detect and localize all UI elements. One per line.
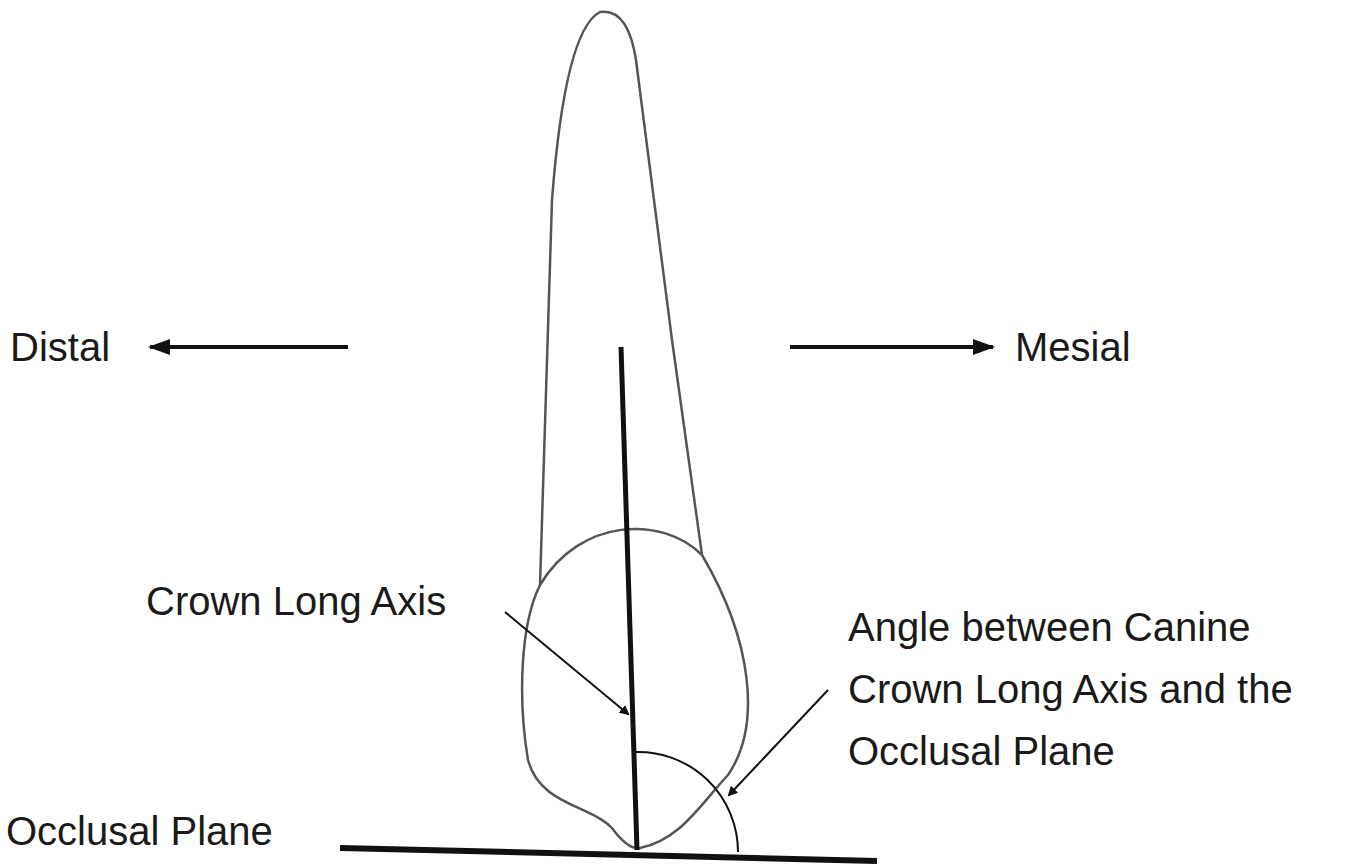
angle-label: Angle between Canine Crown Long Axis and… — [848, 596, 1318, 782]
direction-arrow — [150, 345, 348, 349]
crown-long-axis — [621, 347, 637, 850]
direction-label: Mesial — [1015, 316, 1131, 378]
axis-label: Crown Long Axis — [146, 570, 446, 632]
leader-line — [505, 612, 628, 714]
direction-arrow — [790, 345, 993, 349]
leader-line — [729, 690, 828, 795]
angle-arc — [634, 752, 738, 852]
direction-label: Distal — [10, 316, 110, 378]
tooth-root — [540, 12, 702, 585]
plane-label: Occlusal Plane — [6, 800, 273, 862]
occlusal-plane — [340, 848, 877, 861]
